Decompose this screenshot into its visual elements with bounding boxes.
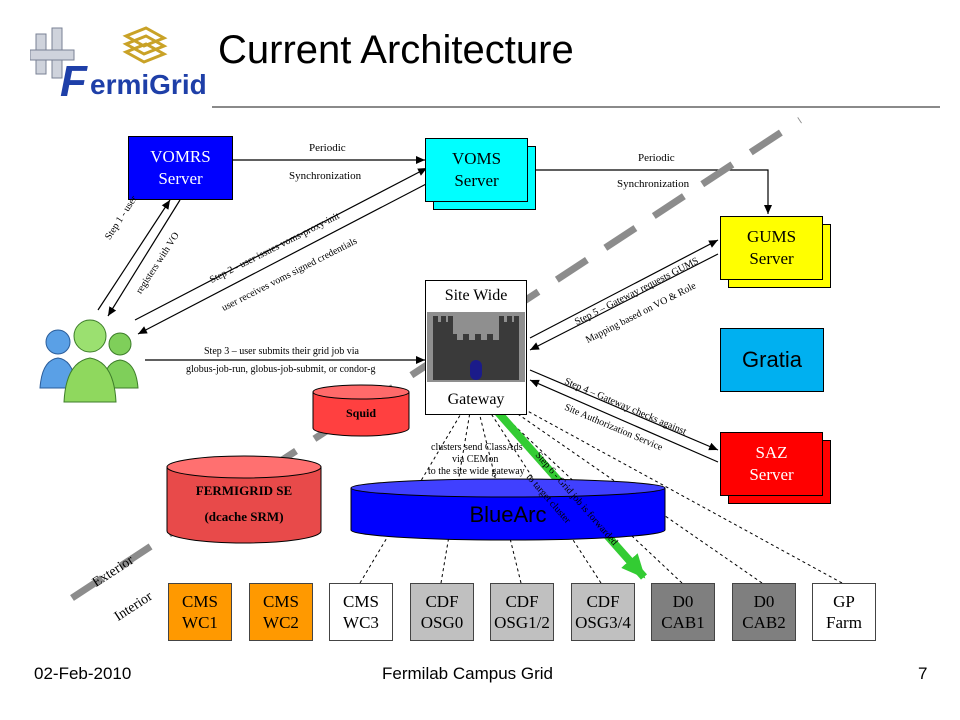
gratia-box: Gratia <box>720 328 824 392</box>
cluster-node-line1: CMS <box>263 592 299 611</box>
step2-arrow-up <box>134 167 428 321</box>
gums-label-1: GUMS <box>746 227 797 246</box>
cluster-node-line1: CDF <box>425 592 459 611</box>
periodic-label-2: Periodic <box>638 152 675 164</box>
logo-text: ermiGrid <box>90 69 207 100</box>
gateway-label-bottom: Gateway <box>447 391 505 408</box>
fermigrid-logo: F ermiGrid <box>29 22 210 106</box>
step2-arrow-down <box>137 181 431 335</box>
cluster-node-line2: CAB1 <box>661 613 705 632</box>
page-title: Current Architecture <box>218 28 574 72</box>
classads-label-2: via CEMon <box>452 454 499 465</box>
step5-arrow-up <box>529 239 719 339</box>
cluster-node: GP Farm <box>812 583 876 641</box>
cluster-node-line2: OSG0 <box>420 613 464 632</box>
step3-label-b: globus-job-run, globus-job-submit, or co… <box>186 364 376 375</box>
squid-cylinder: Squid <box>312 384 410 438</box>
cluster-node-line2: WC3 <box>343 613 379 632</box>
step1-arrow-up <box>97 199 171 311</box>
cluster-node-line2: WC2 <box>263 613 299 632</box>
step3-label-a: Step 3 – user submits their grid job via <box>204 346 359 357</box>
step4-arrow-up <box>529 379 719 463</box>
fermigrid-se-label-1: FERMIGRID SE <box>195 483 293 498</box>
cluster-node: CMS WC1 <box>168 583 232 641</box>
cluster-node-line1: D0 <box>672 592 694 611</box>
footer-center: Fermilab Campus Grid <box>382 664 553 683</box>
voms-server-box: VOMS Server <box>425 138 528 202</box>
fermigrid-se-cylinder: FERMIGRID SE (dcache SRM) <box>166 455 322 545</box>
step4-arrow-down <box>529 369 719 451</box>
step1-arrow-down <box>107 199 181 317</box>
gums-server-box: GUMS Server <box>720 216 823 280</box>
vomrs-label-2: Server <box>158 169 203 188</box>
saz-label-1: SAZ <box>755 443 788 462</box>
users-icon <box>36 308 141 404</box>
fermigrid-logo-icon: F ermiGrid <box>29 26 207 106</box>
vomrs-server-box: VOMRS Server <box>128 136 233 200</box>
synchronization-label-2: Synchronization <box>617 178 690 190</box>
cluster-node-line1: CDF <box>586 592 620 611</box>
vomrs-label-1: VOMRS <box>150 147 211 166</box>
voms-label-2: Server <box>454 171 499 190</box>
saz-label-2: Server <box>749 465 794 484</box>
synchronization-label-1: Synchronization <box>289 170 362 182</box>
bluearc-label: BlueArc <box>469 502 547 527</box>
fermigrid-se-label-2: (dcache SRM) <box>204 509 284 524</box>
squid-label: Squid <box>345 406 377 420</box>
cluster-node: CDF OSG1/2 <box>490 583 554 641</box>
cluster-node: CDF OSG0 <box>410 583 474 641</box>
classads-label-3: to the site wide gateway <box>428 466 525 477</box>
footer-date: 02-Feb-2010 <box>34 664 132 683</box>
cluster-node-line1: D0 <box>753 592 775 611</box>
cluster-node-line1: CMS <box>182 592 218 611</box>
classads-label-1: clusters send ClassAds <box>431 442 523 453</box>
gateway-castle-icon <box>427 312 525 382</box>
voms-gums-sync-arrow <box>535 169 772 214</box>
gratia-label: Gratia <box>742 347 802 372</box>
cluster-node: CDF OSG3/4 <box>571 583 635 641</box>
saz-server-box: SAZ Server <box>720 432 823 496</box>
cluster-node-line1: GP <box>833 592 855 611</box>
cluster-node-line2: OSG3/4 <box>575 613 631 632</box>
gums-label-2: Server <box>749 249 794 268</box>
cluster-node: CMS WC3 <box>329 583 393 641</box>
cluster-node-line2: WC1 <box>182 613 218 632</box>
cluster-node-line2: OSG1/2 <box>494 613 550 632</box>
cluster-node: CMS WC2 <box>249 583 313 641</box>
svg-text:F: F <box>60 57 88 102</box>
step5-arrow-down <box>529 253 719 351</box>
cluster-node-line2: CAB2 <box>742 613 786 632</box>
voms-label-1: VOMS <box>451 149 502 168</box>
site-wide-gateway-box: Site Wide Gateway <box>425 280 527 415</box>
periodic-label-1: Periodic <box>309 142 346 154</box>
cluster-node-line1: CDF <box>505 592 539 611</box>
cluster-node-line2: Farm <box>826 613 862 632</box>
gateway-label-top: Site Wide <box>444 287 508 304</box>
cluster-node-line1: CMS <box>343 592 379 611</box>
bluearc-cylinder: BlueArc <box>350 478 666 542</box>
page-number: 7 <box>918 664 928 683</box>
